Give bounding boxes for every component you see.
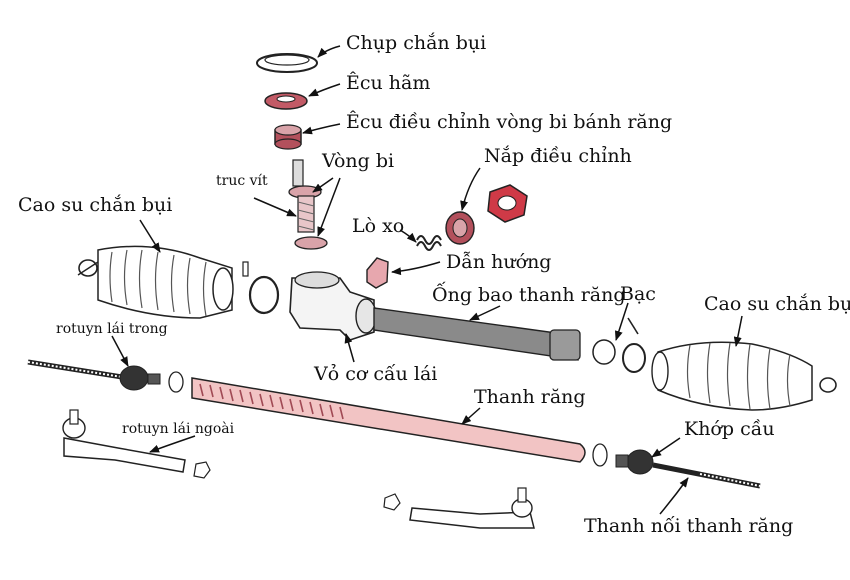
label-ball-joint: Khớp cầu [684,418,775,440]
label-right-boot: Cao su chắn bụi [704,293,850,315]
rack-guide-part [366,257,389,289]
outer-tie-rod-right-part [383,487,535,529]
label-tie-rod: Thanh nối thanh răng [584,515,794,537]
label-outer-joint: rotuyn lái ngoài [122,421,235,437]
label-adjust-nut: Êcu điều chỉnh vòng bi bánh răng [346,111,673,133]
rack-housing-tube-part [373,307,581,361]
pinion-shaft-part [288,159,328,250]
label-housing-tube: Ống bao thanh răng [432,284,626,306]
bushing-part [592,317,646,373]
label-spring: Lò xo [352,215,405,237]
leader-lines [111,45,743,515]
label-bearing: Vòng bi [322,150,395,172]
gear-housing-part [289,271,377,341]
label-housing: Vỏ cơ cấu lái [314,363,438,385]
label-guide: Dẫn hướng [446,251,552,273]
label-bushing: Bạc [620,283,656,305]
spring-part [416,235,442,251]
inner-tie-rod-left-part [27,359,161,391]
label-rack: Thanh răng [474,386,586,408]
rack-bar-part [191,377,586,463]
left-dust-boot-part [77,245,280,319]
label-dust-cap: Chụp chắn bụi [346,32,487,54]
right-tie-rod-part [615,449,761,489]
label-lock-nut: Êcu hãm [346,72,431,94]
adjusting-nut-part [274,124,302,150]
right-dust-boot-part [651,341,837,411]
label-adjust-cover: Nắp điều chỉnh [484,145,632,167]
right-washer-part [592,443,608,467]
left-washer-part [168,371,184,393]
dust-cap-part [256,53,318,73]
label-inner-joint: rotuyn lái trong [56,321,168,337]
lock-nut-part [264,92,308,110]
label-left-boot: Cao su chắn bụi [18,194,173,216]
adjusting-plug-part [445,184,528,245]
outer-tie-rod-left-part [62,409,211,479]
label-pinion: truc vít [216,173,268,189]
